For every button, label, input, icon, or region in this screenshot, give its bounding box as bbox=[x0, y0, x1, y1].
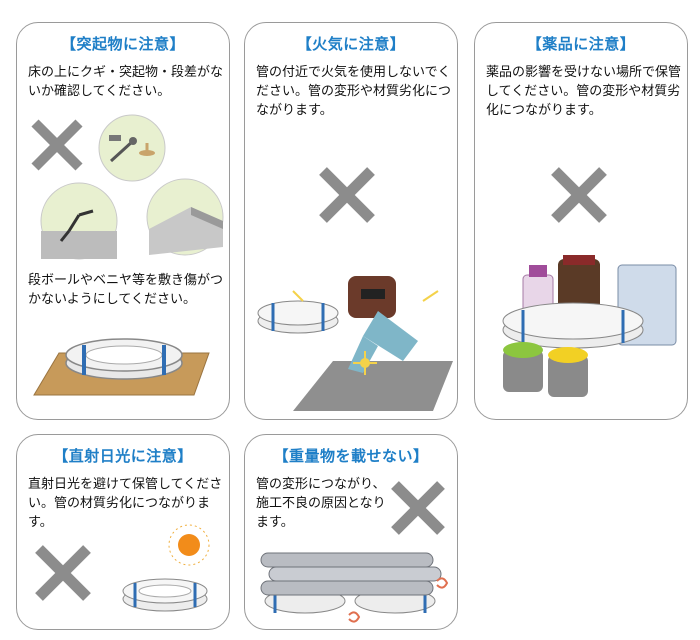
card-heavy: 【重量物を載せない】 管の変形につながり、施工不良の原因となります。 bbox=[244, 434, 458, 630]
cross-icon bbox=[319, 167, 375, 223]
card-text: 管の付近で火気を使用しないでください。管の変形や材質劣化につながります。 bbox=[256, 65, 452, 118]
card-title: 【火気に注意】 bbox=[296, 35, 406, 53]
card-chemicals: 【薬品に注意】 薬品の影響を受けない場所で保管してください。管の変形や材質劣化に… bbox=[474, 22, 688, 420]
card-sunlight: 【直射日光に注意】 直射日光を避けて保管してください。管の材質劣化につながります… bbox=[16, 434, 230, 630]
sun-illustration bbox=[168, 524, 210, 566]
welding-worker-illustration bbox=[257, 276, 453, 411]
card-fire: 【火気に注意】 管の付近で火気を使用しないでください。管の変形や材質劣化につなが… bbox=[244, 22, 458, 420]
card-title: 【突起物に注意】 bbox=[60, 35, 185, 53]
card-text-2: 段ボールやベニヤ等を敷き傷がつかないようにしてください。 bbox=[28, 273, 224, 307]
nails-illustration bbox=[98, 114, 166, 182]
step-illustration bbox=[146, 178, 224, 256]
chemicals-illustration bbox=[502, 255, 677, 397]
card-title: 【重量物を載せない】 bbox=[273, 447, 429, 465]
card-title: 【薬品に注意】 bbox=[526, 35, 636, 53]
floor-nail-illustration bbox=[40, 182, 118, 260]
card-title: 【直射日光に注意】 bbox=[53, 447, 193, 465]
card-text: 直射日光を避けて保管してください。管の材質劣化につながります。 bbox=[28, 477, 223, 530]
cross-icon bbox=[31, 119, 83, 171]
heavy-pipes-illustration bbox=[260, 552, 449, 623]
pipe-coil-on-board-illustration bbox=[33, 338, 210, 396]
cross-icon bbox=[391, 481, 445, 535]
cross-icon bbox=[551, 167, 607, 223]
card-protrusion: 【突起物に注意】 床の上にクギ・突起物・段差がないか確認してください。 段ボール… bbox=[16, 22, 230, 420]
card-text: 薬品の影響を受けない場所で保管してください。管の変形や材質劣化につながります。 bbox=[486, 65, 682, 118]
card-text: 床の上にクギ・突起物・段差がないか確認してください。 bbox=[28, 65, 224, 99]
cross-icon bbox=[35, 545, 91, 601]
card-text: 管の変形につながり、施工不良の原因となります。 bbox=[256, 477, 386, 530]
pipe-coil-illustration bbox=[122, 578, 208, 612]
